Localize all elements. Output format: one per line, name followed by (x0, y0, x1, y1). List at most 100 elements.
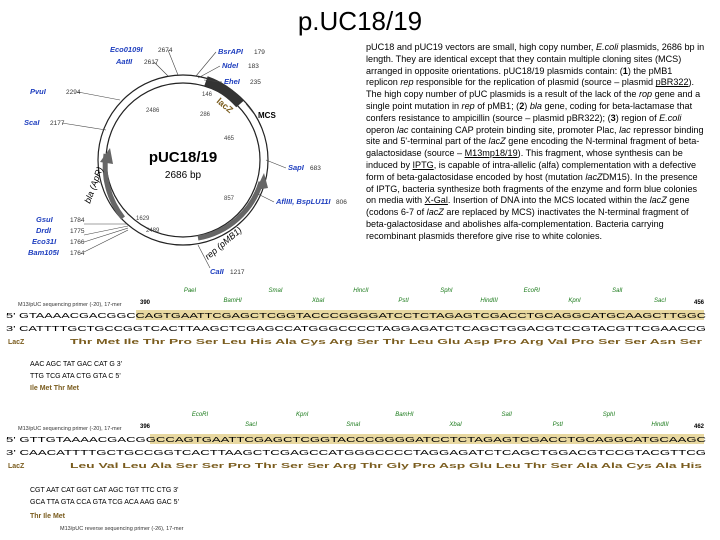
description-run: bla (529, 100, 542, 111)
seq18-top-strand: 5' GTAAAACGACGGCCAGTGAATTCGAGCTCGGTACCCG… (6, 311, 707, 320)
mcs-sequence-panel: M13/pUC sequencing primer (-20), 17-mer … (6, 288, 707, 532)
description-run: pUC18 and pUC19 vectors are small, high … (366, 42, 596, 52)
seq19-reverse-primer: M13/pUC reverse sequencing primer (-26),… (60, 526, 184, 532)
seq19-bottom-strand: 3' CAACATTTTGCTGCCGGTCACTTAAGCTCGAGCCATG… (6, 448, 706, 457)
site-afliii-pos: 806 (336, 199, 347, 206)
description-run: 2 (519, 100, 525, 111)
description-run: operon (366, 124, 397, 135)
site-bam105i: Bam105I (28, 248, 60, 257)
enzyme-label: SacI (654, 298, 666, 304)
description-run: lacZ (426, 207, 444, 218)
site-afliii: AflIII, BspLU11I (275, 197, 331, 206)
enzyme-label: BamHI (395, 412, 414, 418)
description-run: plasmids, 2686 bp in length. They are id… (366, 42, 705, 76)
description-link[interactable]: M13mp18/19 (464, 148, 518, 159)
inner-num: 857 (224, 196, 235, 202)
description-run: repressor binding site and 5'-terminal p… (366, 124, 704, 147)
inner-num: 465 (224, 136, 235, 142)
seq19-end-num: 462 (694, 424, 705, 430)
enzyme-label: SalI (612, 288, 623, 294)
enzyme-label: PstI (553, 422, 564, 428)
description-run: lacZ (649, 195, 667, 206)
seq18-tail-top: AAC AGC TAT GAC CAT G 3' (30, 361, 122, 368)
bla-arrow (100, 148, 113, 164)
description-run: containing CAP protein binding site, pro… (408, 124, 620, 135)
description-paragraph: pUC18 and pUC19 vectors are small, high … (366, 42, 706, 243)
site-sapi-pos: 683 (310, 165, 321, 172)
description-run: lac (619, 124, 631, 135)
plasmid-map: lacZ MCS bla (ApR) rep (pMB1) pUC18/19 2… (24, 45, 347, 276)
site-eco31i: Eco31I (32, 237, 57, 246)
site-bsrapi-pos: 179 (254, 49, 265, 56)
site-gsui-pos: 1784 (70, 217, 85, 224)
seq19-tail-aa: Thr Ile Met (30, 513, 66, 520)
site-aatii: AatII (115, 57, 133, 66)
description-run: rep (400, 77, 414, 88)
seq19-highlight (150, 434, 704, 444)
enzyme-label: KpnI (296, 412, 309, 418)
description-run: 3 (610, 112, 616, 123)
site-eco0109i-pos: 2674 (158, 47, 173, 54)
description-run: gene and a single point mutation in (366, 89, 701, 111)
rep-gene-arc (197, 181, 264, 241)
seq18-tail-bottom: TTG TCG ATA CTG GTA C 5' (30, 373, 121, 380)
site-drdi-pos: 1775 (70, 228, 85, 235)
description-link[interactable]: X-Gal (424, 195, 448, 206)
enzyme-label: SphI (440, 288, 453, 294)
inner-num: 286 (200, 112, 211, 118)
enzyme-label: EcoRI (524, 288, 541, 294)
enzyme-label: XbaI (448, 422, 462, 428)
site-ndei-pos: 183 (248, 63, 259, 70)
enzyme-label: XbaI (311, 298, 325, 304)
description-link[interactable]: pBR322 (655, 77, 689, 88)
plasmid-size: 2686 bp (165, 170, 202, 181)
seq18-aa: Thr Met Ile Thr Pro Ser Leu His Ala Cys … (70, 339, 703, 346)
description-run: gene (codons 6-7 of (366, 195, 690, 218)
site-sapi: SapI (288, 163, 305, 172)
description-run: of pMB1; ( (474, 100, 520, 111)
site-eco0109i: Eco0109I (110, 45, 143, 54)
seq19-tail-top: CGT AAT CAT GGT CAT AGC TGT TTC CTG 3' (30, 487, 179, 494)
inner-num: 1629 (136, 216, 150, 222)
seq18-bottom-strand: 3' CATTTTGCTGCCGGTCACTTAAGCTCGAGCCATGGGC… (6, 324, 706, 333)
seq19-aa: Leu Val Leu Ala Ser Ser Pro Thr Ser Ser … (70, 463, 702, 470)
enzyme-label: SmaI (346, 422, 360, 428)
enzyme-label: BamHI (224, 298, 243, 304)
description-run: gene, coding for beta-lactamase that con… (366, 100, 693, 123)
seq18-header: M13/pUC sequencing primer (-20), 17-mer (18, 302, 122, 308)
description-run: are replaced by MCS) inactivates the N-t… (366, 207, 689, 241)
description-run: , is capable of intra-allelic (alfa) com… (366, 159, 697, 182)
inner-num: 146 (202, 92, 213, 98)
inner-num: 2486 (146, 108, 160, 114)
page-title: p.UC18/19 (297, 6, 423, 36)
site-caii: CaII (210, 267, 225, 276)
description-run: rep (461, 100, 475, 111)
enzyme-label: EcoRI (192, 412, 209, 418)
seq18-start-num: 390 (140, 300, 151, 306)
site-aatii-pos: 2617 (144, 59, 159, 66)
seq18-tail-aa: Ile Met Thr Met (30, 385, 80, 392)
site-pvui-pos: 2294 (66, 89, 81, 96)
site-ndei: NdeI (222, 61, 239, 70)
description-run: lacZ (488, 136, 506, 147)
site-eco31i-pos: 1766 (70, 239, 85, 246)
description-text: pUC18 and pUC19 vectors are small, high … (366, 42, 706, 243)
lacz-gene-arc (204, 76, 244, 108)
enzyme-label: SphI (603, 412, 616, 418)
enzyme-label: KpnI (568, 298, 581, 304)
enzyme-label: SalI (502, 412, 513, 418)
site-pvui: PvuI (30, 87, 47, 96)
plasmid-name: pUC18/19 (149, 149, 217, 166)
description-run: ) the pMB1 replicon (366, 65, 673, 88)
description-run: lacZ (585, 171, 603, 182)
site-bsrapi: BsrAPI (218, 47, 244, 56)
seq18-highlight (136, 310, 704, 320)
description-link[interactable]: IPTG (412, 159, 434, 170)
plasmid-ring-outer (97, 74, 269, 246)
description-run: ). The high copy number of pUC plasmids … (366, 77, 695, 100)
description-run: ) (524, 100, 530, 111)
seq19-lacz-label: LacZ (8, 463, 25, 470)
site-ehei-pos: 235 (250, 79, 261, 86)
description-run: . Insertion of DNA into the MCS located … (447, 195, 650, 206)
enzyme-label: SmaI (268, 288, 282, 294)
